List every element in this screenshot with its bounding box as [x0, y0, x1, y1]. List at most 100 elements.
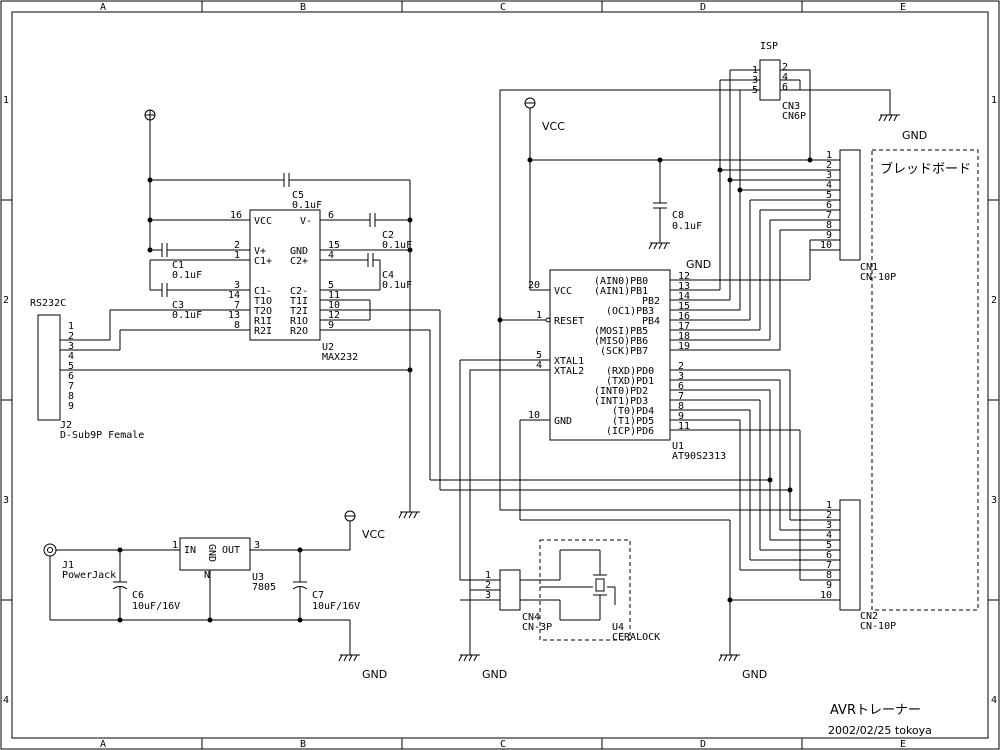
svg-text:(TXD)PD1: (TXD)PD1 [606, 376, 654, 387]
svg-text:4: 4 [68, 351, 74, 362]
gnd-label: GND [686, 258, 711, 271]
svg-text:17: 17 [678, 321, 690, 332]
svg-text:(T1)PD5: (T1)PD5 [612, 416, 654, 427]
svg-text:R2O: R2O [290, 326, 308, 337]
svg-text:C1+: C1+ [254, 256, 272, 267]
svg-text:10: 10 [328, 300, 340, 311]
svg-text:12: 12 [328, 310, 340, 321]
svg-text:T2O: T2O [254, 306, 272, 317]
rs232c-label: RS232C [30, 298, 66, 309]
svg-text:14: 14 [228, 290, 240, 301]
j2-ref: J2 [60, 420, 72, 431]
svg-text:8: 8 [234, 320, 240, 331]
svg-text:2: 2 [234, 240, 240, 251]
svg-text:GND: GND [206, 544, 217, 562]
c7-ref: C7 [312, 590, 324, 601]
column-label-bottom: A [100, 739, 106, 750]
column-label-bottom: E [900, 739, 906, 750]
column-label-top: E [900, 2, 906, 13]
c7-value: 10uF/16V [312, 601, 360, 612]
column-label-bottom: C [500, 739, 506, 750]
svg-text:PB2: PB2 [642, 296, 660, 307]
svg-text:5: 5 [826, 540, 832, 551]
j1-power-jack [43, 543, 57, 557]
cn3-isp [759, 59, 781, 101]
cn2-header [839, 499, 861, 611]
svg-text:(MISO)PB6: (MISO)PB6 [594, 336, 648, 347]
isp-connector: ISP 1 3 5 2 4 6 CN3 CN6P GND [717, 41, 927, 193]
row-label-right: 3 [991, 495, 997, 506]
svg-text:1: 1 [172, 540, 178, 551]
svg-text:3: 3 [678, 371, 684, 382]
svg-text:13: 13 [678, 281, 690, 292]
mcu-section: VCC C8 0.1uF U1 AT90S2313 20 VCC 1 RESET… [460, 89, 830, 580]
c8-ref: C8 [672, 210, 684, 221]
svg-text:3: 3 [254, 540, 260, 551]
svg-text:2: 2 [68, 331, 74, 342]
c1-value: 0.1uF [172, 270, 202, 281]
u1-at90s2313 [549, 269, 671, 441]
svg-text:1: 1 [536, 310, 542, 321]
svg-text:6: 6 [68, 371, 74, 382]
svg-text:R1O: R1O [290, 316, 308, 327]
svg-text:11: 11 [328, 290, 340, 301]
svg-text:3: 3 [826, 520, 832, 531]
svg-text:4: 4 [328, 250, 334, 261]
svg-text:11: 11 [678, 421, 690, 432]
svg-text:5: 5 [826, 190, 832, 201]
svg-text:RESET: RESET [554, 316, 584, 327]
svg-text:OUT: OUT [222, 545, 240, 556]
svg-text:1: 1 [826, 150, 832, 161]
svg-text:13: 13 [228, 310, 240, 321]
svg-text:(INT1)PD3: (INT1)PD3 [594, 396, 648, 407]
ceralock-box [539, 539, 631, 641]
cn1-part: CN-10P [860, 272, 896, 283]
svg-text:(AIN0)PB0: (AIN0)PB0 [594, 276, 648, 287]
svg-text:R1I: R1I [254, 316, 272, 327]
row-label-left: 2 [3, 295, 9, 306]
svg-text:1: 1 [68, 321, 74, 332]
svg-text:PB4: PB4 [642, 316, 660, 327]
schematic-title: AVRトレーナー [830, 703, 921, 718]
svg-text:2: 2 [485, 580, 491, 591]
column-label-top: C [500, 2, 506, 13]
svg-text:(ICP)PD6: (ICP)PD6 [606, 426, 654, 437]
u2-part: MAX232 [322, 352, 358, 363]
svg-text:C2-: C2- [290, 286, 308, 297]
svg-text:3: 3 [68, 341, 74, 352]
isp-label: ISP [760, 41, 778, 52]
svg-text:T2I: T2I [290, 306, 308, 317]
svg-text:10: 10 [820, 240, 832, 251]
breadboard-label: ブレッドボード [880, 161, 971, 177]
column-label-bottom: B [300, 739, 306, 750]
j2-part: D-Sub9P Female [60, 430, 144, 441]
c3-ref: C3 [172, 300, 184, 311]
svg-text:1: 1 [234, 250, 240, 261]
svg-text:XTAL1: XTAL1 [554, 356, 584, 367]
u1-ref: U1 [672, 441, 684, 452]
resonator-section: GND 1 2 3 CN4 CN-3P U4 CERALOCK [458, 360, 660, 681]
svg-text:R2I: R2I [254, 326, 272, 337]
u1-part: AT90S2313 [672, 451, 726, 462]
gnd-label: GND [902, 129, 927, 142]
svg-text:9: 9 [678, 411, 684, 422]
svg-text:5: 5 [328, 280, 334, 291]
svg-text:GND: GND [290, 246, 308, 257]
svg-text:8: 8 [826, 220, 832, 231]
svg-text:(T0)PD4: (T0)PD4 [612, 406, 654, 417]
svg-text:9: 9 [68, 401, 74, 412]
svg-text:9: 9 [826, 580, 832, 591]
svg-text:4: 4 [826, 530, 832, 541]
svg-text:9: 9 [328, 320, 334, 331]
cn3-ref: CN3 [782, 101, 800, 112]
j1-ref: J1 [62, 560, 74, 571]
svg-text:(SCK)PB7: (SCK)PB7 [600, 346, 648, 357]
svg-text:19: 19 [678, 341, 690, 352]
j2-dsub9 [37, 314, 61, 421]
svg-text:4: 4 [536, 360, 542, 371]
u3-regulator [179, 537, 251, 571]
cn2-connector: GND 1 2 3 4 5 6 7 8 9 10 CN2 CN-10P [500, 499, 896, 681]
svg-text:8: 8 [826, 570, 832, 581]
svg-text:8: 8 [678, 401, 684, 412]
